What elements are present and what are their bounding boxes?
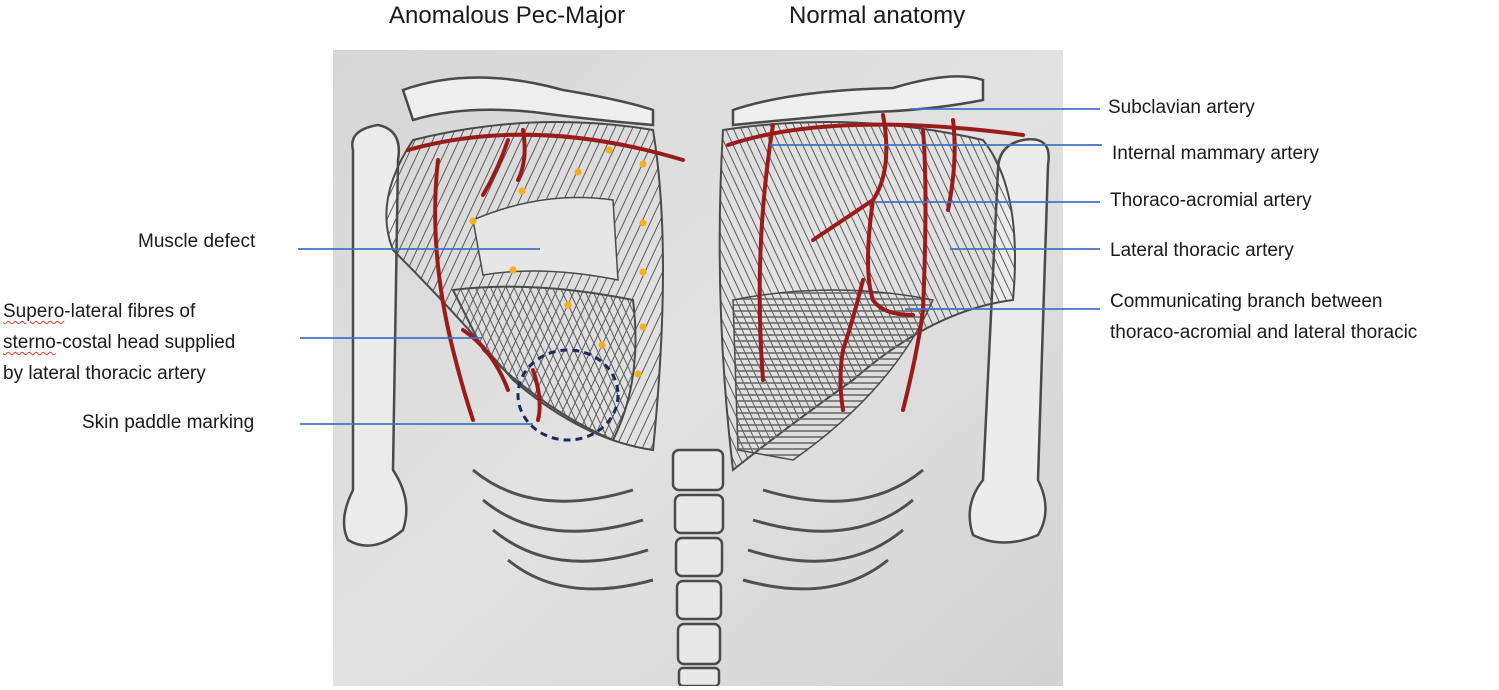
word-costal-head: -costal head supplied bbox=[55, 332, 236, 353]
title-normal: Normal anatomy bbox=[789, 2, 966, 29]
title-anomalous: Anomalous Pec-Major bbox=[389, 2, 626, 29]
word-lateral-fibres: -lateral fibres of bbox=[64, 301, 196, 322]
label-supero-lateral-line1: Supero-lateral fibres of bbox=[3, 296, 235, 327]
word-supero: Supero bbox=[3, 301, 65, 322]
label-supero-lateral-line2: sterno-costal head supplied bbox=[3, 327, 235, 358]
label-supero-lateral-fibres: Supero-lateral fibres of sterno-costal h… bbox=[3, 296, 235, 389]
label-lateral-thoracic-artery: Lateral thoracic artery bbox=[1110, 240, 1294, 261]
anatomy-drawing bbox=[333, 50, 1063, 686]
label-subclavian-artery: Subclavian artery bbox=[1108, 97, 1255, 118]
left-pectoral-muscle bbox=[385, 121, 664, 452]
skin-paddle-marking bbox=[516, 348, 620, 442]
label-supero-lateral-line3: by lateral thoracic artery bbox=[3, 363, 206, 384]
label-communicating-branch: Communicating branch between thoraco-acr… bbox=[1110, 286, 1417, 348]
spine bbox=[671, 448, 725, 686]
label-communicating-line2: thoraco-acromial and lateral thoracic bbox=[1110, 322, 1418, 343]
label-internal-mammary-artery: Internal mammary artery bbox=[1112, 143, 1319, 164]
defect-border-markers bbox=[469, 146, 647, 378]
label-muscle-defect: Muscle defect bbox=[138, 231, 256, 252]
clavicles bbox=[401, 75, 985, 127]
arteries-left bbox=[406, 128, 685, 422]
label-communicating-line1: Communicating branch between bbox=[1110, 291, 1383, 312]
label-thoraco-acromial-artery: Thoraco-acromial artery bbox=[1110, 190, 1312, 211]
rib-cage bbox=[472, 468, 924, 591]
label-skin-paddle-marking: Skin paddle marking bbox=[82, 412, 255, 433]
right-pectoral-muscle bbox=[718, 121, 1016, 472]
word-sterno: sterno bbox=[3, 332, 56, 353]
